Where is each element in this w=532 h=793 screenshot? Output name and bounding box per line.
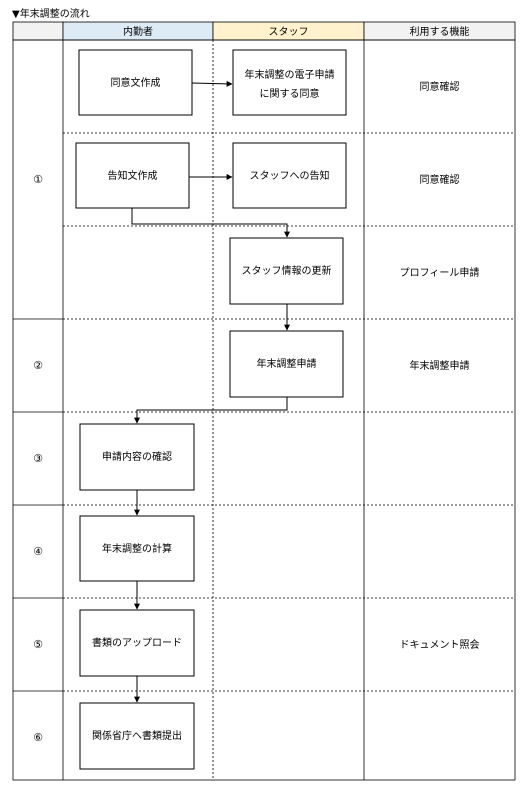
row-label-6: ⑥ [33,731,43,744]
row-label-5: ⑤ [33,638,43,651]
row-label-4: ④ [33,545,43,558]
box-label-kakunin: 申請内容の確認 [102,450,172,463]
header-cell-blank [12,21,64,41]
table-frame [12,39,516,781]
box-staff-kokuchi [232,142,347,209]
box-label-nenmatsu-shinsei: 年末調整申請 [257,357,317,370]
box-label-upload: 書類のアップロード [92,636,182,649]
arrow-shinsei-to-kakunin [134,397,288,424]
box-label-staff-kokuchi: スタッフへの告知 [250,169,330,182]
box-doui-sakusei [78,49,193,116]
box-shinsei-kakunin [79,423,195,491]
feature-label-2: 同意確認 [420,173,460,186]
row-label-1: ① [33,173,43,186]
arrow-doui-to-denshi [191,80,233,87]
header-naikinsha: 内勤者 [123,25,153,38]
row-label-3: ③ [33,452,43,465]
box-shorui-upload [79,609,195,677]
row-label-2: ② [33,359,43,372]
box-label-keisan: 年末調整の計算 [102,542,172,555]
arrow-kokuchi-to-koushin [131,208,290,238]
feature-label-5: ドキュメント照会 [400,638,480,651]
feature-label-1: 同意確認 [420,80,460,93]
box-label-denshi-line2: に関する同意 [260,87,320,100]
box-label-staff-koushin: スタッフ情報の更新 [242,264,332,277]
box-label-doui-sakusei: 同意文作成 [111,76,161,89]
box-denshi-shinsei-doui [232,49,347,116]
feature-label-4: 年末調整申請 [410,359,470,372]
header-staff: スタッフ [269,26,309,38]
box-label-teishutsu: 関係省庁へ書類提出 [92,729,182,742]
box-label-denshi-line1: 年末調整の電子申請 [245,68,335,81]
box-nenmatsu-shinsei [229,330,344,398]
box-nenmatsu-keisan [79,515,195,582]
page-title: ▼年末調整の流れ [12,9,90,20]
header-feature: 利用する機能 [410,25,470,38]
box-label-kokuchi-sakusei: 告知文作成 [108,169,158,182]
box-kokuchi-sakusei [75,142,190,209]
box-kankei-teishutsu [79,702,195,770]
box-staff-info-koushin [229,237,344,305]
feature-label-3: プロフィール申請 [400,266,480,279]
